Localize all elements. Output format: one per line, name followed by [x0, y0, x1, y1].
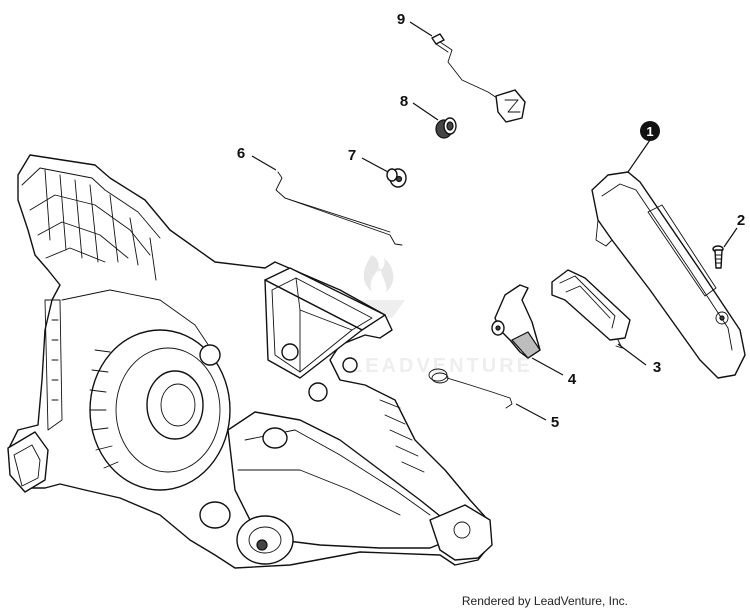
- callout-label-4: 4: [568, 371, 577, 388]
- callout-3: 3: [617, 343, 661, 376]
- part-6-choke-rod: [275, 171, 403, 246]
- part-5-spring: [428, 368, 513, 409]
- callout-label-9: 9: [397, 11, 405, 28]
- callout-2: 2: [723, 212, 745, 248]
- callout-label-6: 6: [237, 145, 245, 162]
- callout-label-3: 3: [653, 359, 661, 376]
- part-4-choke-shutter: [491, 284, 541, 359]
- callout-label-5: 5: [551, 414, 559, 431]
- render-credit: Rendered by LeadVenture, Inc.: [461, 594, 628, 608]
- callout-9: 9: [397, 11, 433, 37]
- part-1-top-cover: [591, 171, 746, 379]
- callout-label-1: 1: [646, 124, 653, 139]
- callout-6: 6: [237, 145, 277, 171]
- part-9-choke-lever: [431, 33, 526, 123]
- callout-7: 7: [348, 147, 389, 173]
- callout-5: 5: [515, 403, 559, 431]
- part-8-bushing: [435, 117, 457, 139]
- callout-4: 4: [531, 357, 577, 388]
- callout-1: 1: [627, 121, 660, 173]
- callout-label-8: 8: [400, 93, 408, 110]
- part-2-screw: [712, 245, 724, 269]
- callout-label-2: 2: [737, 212, 745, 229]
- part-7-grommet: [386, 168, 407, 188]
- callout-label-7: 7: [348, 147, 356, 164]
- part-3-cover-insert: [551, 269, 631, 349]
- callout-8: 8: [400, 93, 439, 121]
- watermark-text: LEADVENTURE: [350, 355, 533, 377]
- crankcase-housing: [7, 154, 493, 569]
- flame-icon: [363, 255, 394, 292]
